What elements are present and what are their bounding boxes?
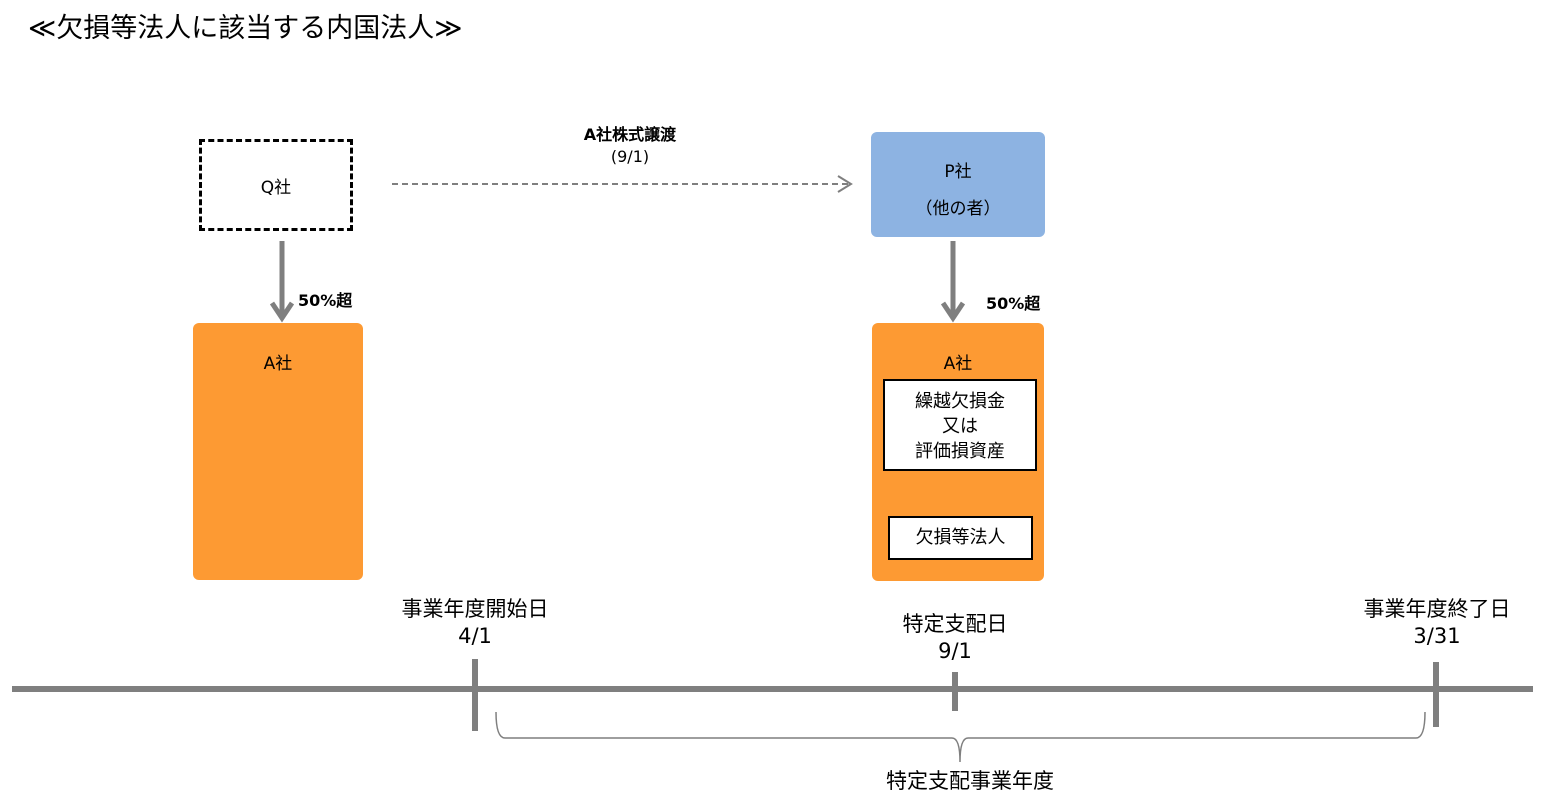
a-company-label-right: A社 (943, 354, 973, 374)
start-date: 4/1 (458, 624, 492, 648)
a-company-box-left: A社 (193, 323, 363, 580)
q-company-box: Q社 (199, 139, 353, 231)
transfer-label: A社株式譲渡 (583, 125, 677, 144)
arrowhead (940, 301, 966, 323)
span-brace (495, 711, 1426, 763)
arrowhead (269, 301, 295, 323)
p-company-label: P社 (944, 162, 972, 182)
loss-line-1: 繰越欠損金 (915, 391, 1005, 412)
loss-line-2: 又は (942, 416, 978, 437)
timeline-end: 事業年度終了日 3/31 (1337, 596, 1537, 650)
control-label: 特定支配日 (902, 612, 1008, 636)
result-box: 欠損等法人 (888, 516, 1033, 560)
page-title: ≪欠損等法人に該当する内国法人≫ (28, 13, 463, 44)
transfer-date: (9/1) (610, 147, 650, 166)
span-label: 特定支配事業年度 (886, 769, 1054, 793)
timeline-control: 特定支配日 9/1 (855, 611, 1055, 665)
timeline-start: 事業年度開始日 4/1 (375, 596, 575, 650)
ownership-left: 50%超 (298, 291, 353, 310)
start-label: 事業年度開始日 (401, 597, 549, 621)
p-company-box: P社 （他の者） (871, 132, 1045, 237)
ownership-right: 50%超 (986, 294, 1041, 313)
transfer-arrowhead (837, 175, 853, 193)
end-date: 3/31 (1413, 624, 1461, 648)
control-date: 9/1 (938, 639, 972, 663)
loss-box: 繰越欠損金 又は 評価損資産 (883, 379, 1037, 471)
q-company-label: Q社 (260, 177, 292, 198)
end-label: 事業年度終了日 (1363, 597, 1511, 621)
p-company-note: （他の者） (915, 199, 1001, 219)
loss-line-3: 評価損資産 (915, 441, 1005, 462)
a-company-label-left: A社 (263, 354, 293, 374)
